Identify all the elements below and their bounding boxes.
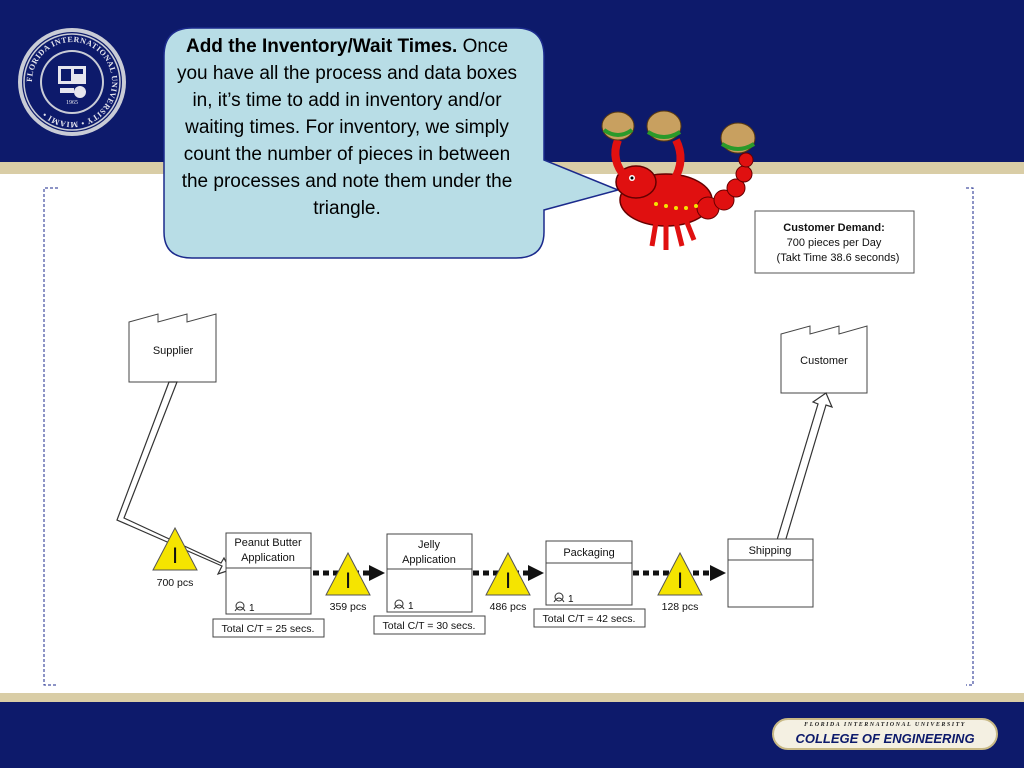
process-name-line1: Shipping (749, 545, 792, 557)
sandwich-icon (721, 123, 755, 153)
inventory-qty: 359 pcs (330, 601, 367, 613)
process-packaging: Packaging 1 (546, 541, 632, 605)
customer-demand-title: Customer Demand: (783, 222, 884, 234)
inventory-symbol: I (345, 568, 351, 593)
inventory-symbol: I (677, 568, 683, 593)
college-name: COLLEGE OF ENGINEERING (774, 731, 996, 746)
process-name-line1: Peanut Butter (234, 537, 302, 549)
college-badge: FLORIDA INTERNATIONAL UNIVERSITY COLLEGE… (772, 718, 998, 750)
operator-count: 1 (568, 594, 574, 605)
process-name-line1: Jelly (418, 539, 441, 551)
inventory-qty: 700 pcs (157, 577, 194, 589)
operator-count: 1 (249, 603, 255, 614)
process-peanut-butter: Peanut Butter Application 1 (226, 533, 311, 614)
inventory-symbol: I (505, 568, 511, 593)
customer-demand-line1: 700 pieces per Day (787, 237, 882, 249)
sandwich-icon (647, 111, 681, 141)
inventory-qty: 128 pcs (662, 601, 699, 613)
operator-count: 1 (408, 601, 414, 612)
customer-shipment-arrow-icon (777, 393, 832, 542)
process-name-line2: Application (402, 554, 456, 566)
process-shipping: Shipping (728, 539, 813, 607)
sandwich-icon (602, 112, 634, 140)
university-name: FLORIDA INTERNATIONAL UNIVERSITY (774, 722, 996, 728)
process-name-line2: Application (241, 552, 295, 564)
process-jelly: Jelly Application 1 (387, 534, 472, 612)
inventory-qty: 486 pcs (490, 601, 527, 613)
process-name-line1: Packaging (563, 547, 614, 559)
cycle-time-label: Total C/T = 25 secs. (222, 623, 315, 635)
customer-label: Customer (800, 355, 848, 367)
customer-demand-line2: (Takt Time 38.6 seconds) (777, 252, 900, 264)
mascot-illustration (596, 100, 776, 266)
cycle-time-label: Total C/T = 30 secs. (383, 620, 476, 632)
supplier-label: Supplier (153, 345, 194, 357)
inventory-symbol: I (172, 543, 178, 568)
cycle-time-label: Total C/T = 42 secs. (543, 613, 636, 625)
